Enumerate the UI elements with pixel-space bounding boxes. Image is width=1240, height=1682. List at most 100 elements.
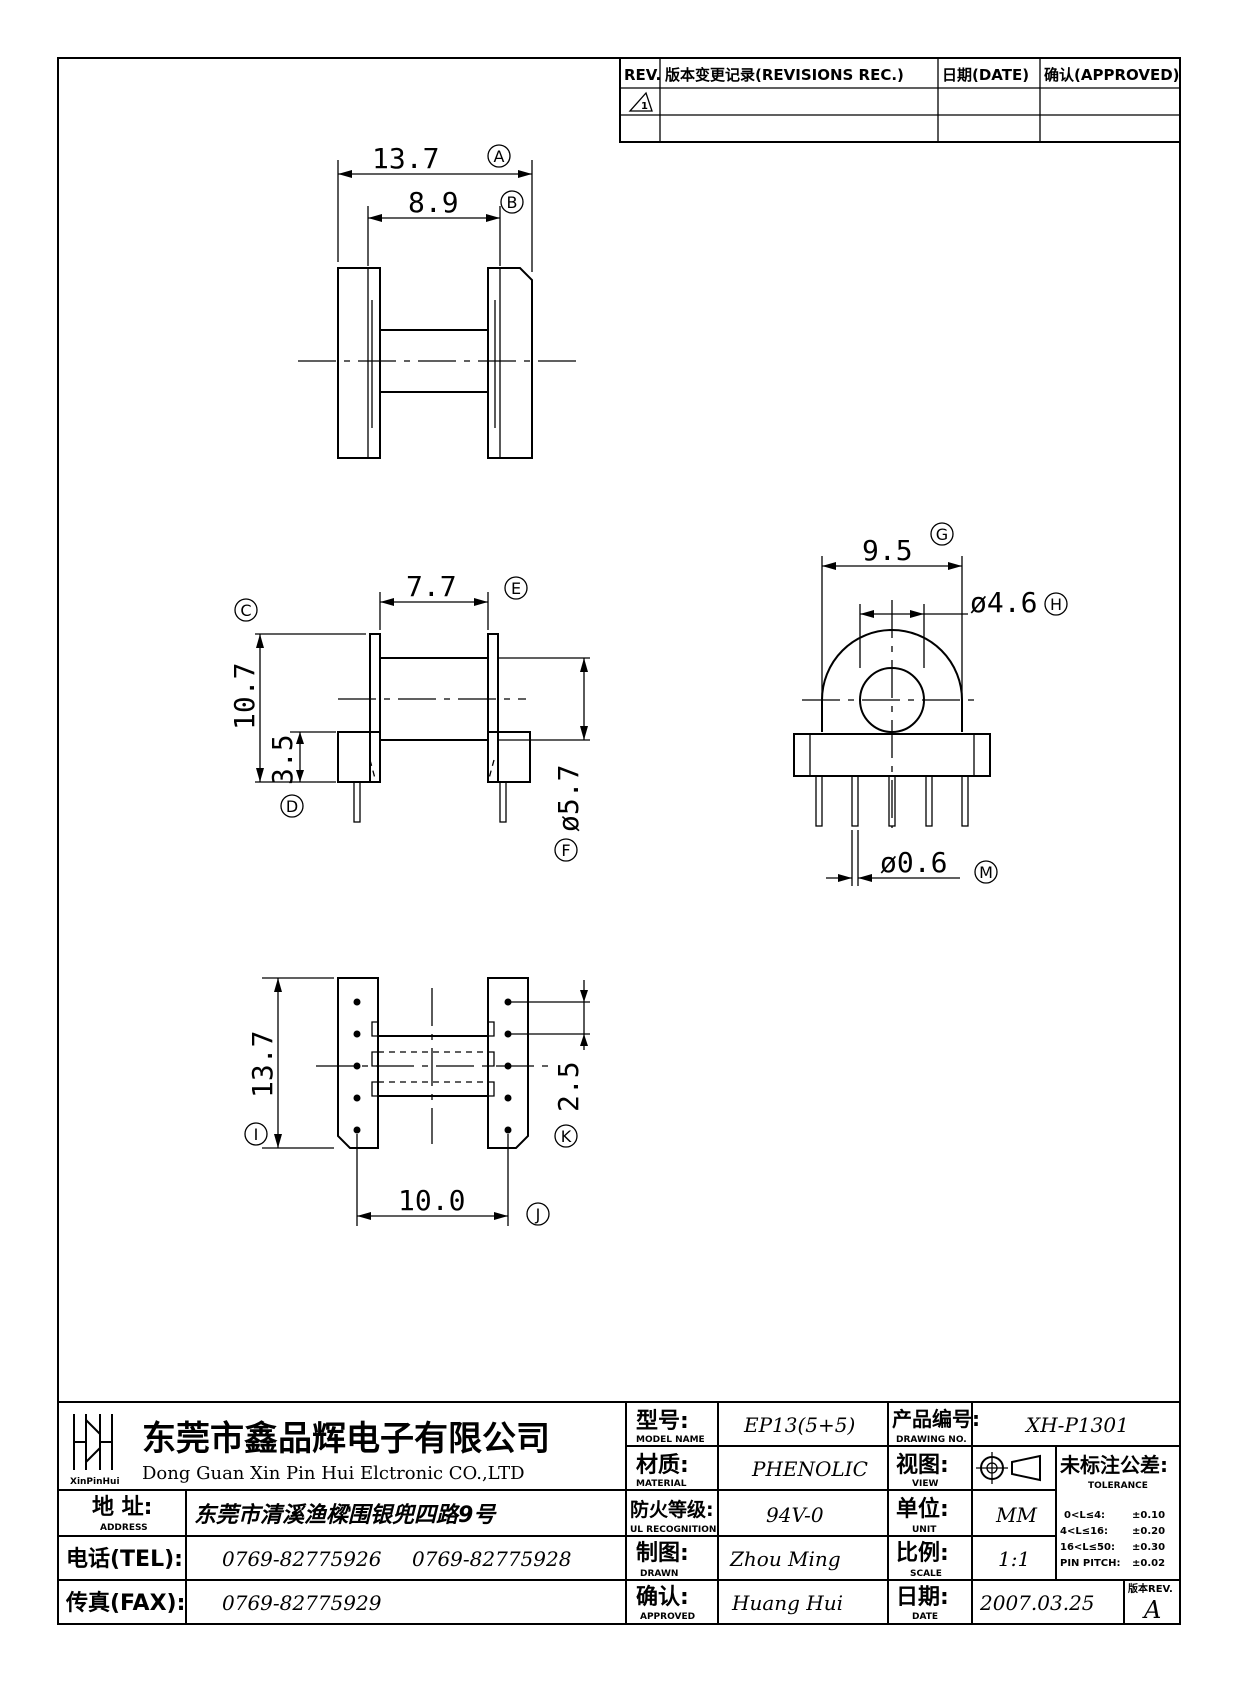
material-label: 材质:: [636, 1453, 689, 1478]
dim-e-value: 7.7: [406, 570, 457, 603]
label-g: G: [936, 525, 948, 544]
drawing-no-value: XH-P1301: [1024, 1413, 1129, 1437]
label-c-icon: [234, 598, 258, 622]
revisions-header: 版本变更记录(REVISIONS REC.): [665, 66, 904, 84]
drawing-no-label-en: DRAWING NO.: [896, 1435, 967, 1445]
title-block: XinPinHui 东莞市鑫品辉电子有限公司 Dong Guan Xin Pin…: [57, 1401, 1181, 1625]
rev-label: 版本REV.: [1128, 1582, 1173, 1595]
approved-header: 确认(APPROVED): [1044, 66, 1180, 84]
unit-label-en: UNIT: [912, 1525, 937, 1535]
tolerance-value: ±0.20: [1132, 1526, 1165, 1537]
tolerance-range: 4<L≤16:: [1060, 1526, 1108, 1537]
address-label: 地 址:: [92, 1495, 152, 1520]
fax-value: 0769-82775929: [222, 1591, 382, 1615]
dim-d-value: 3.5: [266, 734, 299, 785]
label-a-icon: [487, 144, 511, 168]
company-name-en: Dong Guan Xin Pin Hui Elctronic CO.,LTD: [142, 1463, 525, 1484]
tolerance-value: ±0.30: [1132, 1542, 1165, 1553]
projection-symbol-icon: [976, 1452, 1041, 1484]
drawn-value: Zhou Ming: [729, 1547, 841, 1571]
material-label-en: MATERIAL: [636, 1479, 687, 1489]
dim-f-value: ø5.7: [552, 765, 585, 832]
approved-label-en: APPROVED: [640, 1612, 695, 1622]
label-h-icon: [1044, 592, 1068, 616]
unit-value: MM: [995, 1503, 1037, 1527]
scale-label-en: SCALE: [910, 1569, 942, 1579]
label-m-icon: [974, 860, 998, 884]
front-view: 10.7 C 3.5 D 7.7 E ø5.7 F: [228, 570, 590, 862]
label-f: F: [561, 841, 570, 860]
tolerance-label: 未标注公差:: [1060, 1453, 1168, 1477]
label-g-icon: [930, 522, 954, 546]
tolerance-label-en: TOLERANCE: [1088, 1481, 1148, 1491]
material-value: PHENOLIC: [751, 1457, 868, 1481]
company-name-cn: 东莞市鑫品辉电子有限公司: [142, 1419, 550, 1459]
approved-label: 确认:: [636, 1584, 689, 1610]
label-b-icon: [500, 190, 524, 214]
approved-value: Huang Hui: [731, 1591, 843, 1615]
address-label-en: ADDRESS: [100, 1523, 148, 1533]
label-i: I: [254, 1125, 259, 1144]
label-j-icon: [526, 1202, 550, 1226]
label-k-icon: [554, 1124, 578, 1148]
label-c: C: [240, 601, 251, 620]
revision-table: REV. 版本变更记录(REVISIONS REC.) 日期(DATE) 确认(…: [619, 57, 1181, 143]
label-e: E: [511, 579, 521, 598]
tolerance-range: 0<L≤4:: [1064, 1510, 1105, 1521]
svg-text:1: 1: [641, 101, 648, 112]
scale-label: 比例:: [896, 1541, 949, 1566]
fax-label: 传真(FAX):: [65, 1590, 185, 1616]
date-label-en: DATE: [912, 1612, 938, 1622]
tel-2: 0769-82775928: [412, 1547, 571, 1571]
ul-value: 94V-0: [766, 1503, 824, 1527]
model-label-en: MODEL NAME: [636, 1435, 705, 1445]
side-view: 13.7 A 8.9 B: [298, 142, 582, 459]
label-j: J: [535, 1205, 541, 1224]
label-h: H: [1050, 595, 1062, 614]
tolerance-value: ±0.02: [1132, 1558, 1165, 1569]
label-b: B: [507, 193, 518, 212]
label-m: M: [979, 863, 993, 882]
view-label: 视图:: [896, 1452, 949, 1478]
tel-label: 电话(TEL):: [66, 1547, 183, 1572]
date-value: 2007.03.25: [979, 1591, 1095, 1615]
label-d-icon: [280, 794, 304, 818]
dim-a-value: 13.7: [372, 142, 439, 175]
model-label: 型号:: [636, 1409, 689, 1434]
date-label: 日期:: [896, 1585, 949, 1610]
dim-m-value: ø0.6: [880, 846, 947, 879]
label-e-icon: [504, 576, 528, 600]
bottom-view: 13.7 I 10.0 J 2.5 K: [244, 977, 590, 1226]
date-header: 日期(DATE): [942, 66, 1029, 84]
dim-i-value: 13.7: [246, 1031, 279, 1098]
model-value: EP13(5+5): [743, 1413, 855, 1437]
company-logo: XinPinHui: [70, 1414, 120, 1487]
label-a: A: [494, 147, 505, 166]
drawn-label-en: DRAWN: [640, 1569, 678, 1579]
dim-j-value: 10.0: [398, 1184, 465, 1217]
revision-triangle-icon: 1: [628, 91, 653, 112]
tolerance-range: 16<L≤50:: [1060, 1542, 1115, 1553]
address-value: 东莞市清溪渔樑围银兜四路9号: [194, 1502, 497, 1528]
tolerance-value: ±0.10: [1132, 1510, 1165, 1521]
scale-value: 1:1: [998, 1547, 1030, 1571]
ul-label-en: UL RECOGNITION: [630, 1525, 716, 1535]
end-view: 9.5 G ø4.6 H ø0.6 M: [793, 522, 1068, 886]
sheet-border: [57, 57, 1181, 1625]
label-i-icon: [244, 1122, 268, 1146]
tolerance-range: PIN PITCH:: [1060, 1558, 1120, 1569]
label-k: K: [561, 1127, 572, 1146]
logo-text: XinPinHui: [70, 1477, 120, 1487]
dim-b-value: 8.9: [408, 186, 459, 219]
dim-g-value: 9.5: [862, 534, 913, 567]
rev-header: REV.: [624, 66, 661, 84]
ul-label: 防火等级:: [630, 1498, 714, 1521]
dim-c-value: 10.7: [228, 663, 261, 730]
dim-h-value: ø4.6: [970, 586, 1037, 619]
drawing-no-label: 产品编号:: [892, 1407, 980, 1431]
drawn-label: 制图:: [636, 1541, 689, 1566]
dim-k-value: 2.5: [552, 1061, 585, 1112]
rev-value: A: [1142, 1596, 1161, 1624]
unit-label: 单位:: [896, 1496, 949, 1522]
